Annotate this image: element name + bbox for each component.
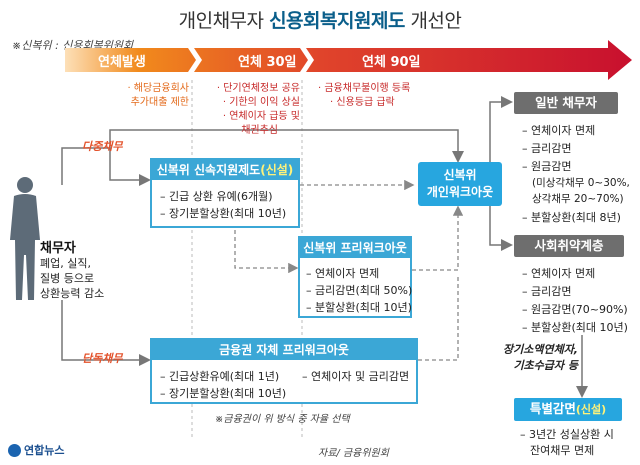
timeline-arrow [65,40,632,80]
vulnerable-item: – 원금감면(70~90%) [522,303,628,316]
stage-notes-2: · 금융채무불이행 등록 · 신용등급 급락 [318,82,410,110]
financial-workout-note: ※금융권이 위 방식 중 자율 선택 [215,414,350,425]
general-debtor-item: – 원금감면 [522,160,572,173]
stage-note: · 신용등급 급락 [330,97,395,108]
pre-workout-head: 신복위 프리워크아웃 [300,238,410,258]
pre-workout-item: – 연체이자 면제 [306,267,380,280]
fast-support-title: 신복위 신속지원제도 [156,163,261,177]
title-suffix: 개선안 [404,10,462,32]
special-reduction-head: 특별감면(신설) [514,398,622,421]
title-prefix: 개인채무자 [178,10,270,32]
stage-note: · 단기연체정보 공유 [216,83,300,94]
financial-workout-item: – 장기분할상환(최대 10년) [160,387,287,400]
general-debtor-item: (미상각채무 0~30%, [532,177,630,189]
general-debtor-head: 일반 채무자 [514,92,618,114]
stage-note: · 금융채무불이행 등록 [318,83,411,94]
page-title: 개인채무자 신용회복지원제도 개선안 [0,6,640,33]
long-term-line: 기초수급자 등 [513,359,578,372]
debtor-info: 채무자 폐업, 실직, 질병 등으로 상환능력 감소 [40,237,104,301]
stage-note: 추가대출 제한 [130,97,189,108]
logo-icon [8,443,21,457]
pre-workout-item: – 금리감면(최대 50%) [306,284,413,297]
logo: 연합뉴스 [8,442,64,458]
stage-note: · 해당금융회사 [127,83,189,94]
debtor-line: 질병 등으로 [40,272,95,285]
debtor-title: 채무자 [40,241,76,256]
fast-support-item: – 긴급 상환 유예(6개월) [160,190,273,203]
vulnerable-item: – 금리감면 [522,285,572,298]
branch-multi-label: 다중채무 [82,140,123,153]
stage-notes-0: · 해당금융회사 추가대출 제한 [95,82,189,110]
debtor-line: 폐업, 실직, [40,257,91,270]
financial-workout-head: 금융권 자체 프리워크아웃 [152,340,416,360]
stage-label-1: 연체 30일 [238,55,297,70]
fast-support-head: 신복위 신속지원제도(신설) [152,160,298,180]
person-icon [10,177,40,300]
fast-support-new-badge: (신설) [260,163,294,177]
vulnerable-head: 사회취약계층 [514,235,624,257]
general-debtor-item: – 연체이자 면제 [522,124,596,137]
fast-support-item: – 장기분할상환(최대 10년) [160,207,287,220]
special-reduction-new-badge: (신설) [575,403,607,416]
stage-notes-1: · 단기연체정보 공유 · 기한의 이익 상실 · 연체이자 급등 및 채권추심 [200,82,300,138]
debtor-line: 상환능력 감소 [40,287,105,300]
financial-workout-item: – 연체이자 및 금리감면 [302,370,410,383]
stage-note: 채권추심 [241,125,278,136]
individual-workout-line: 개인워크아웃 [426,185,494,199]
individual-workout-line: 신복위 [443,168,477,182]
stage-separator-2 [300,48,314,72]
title-highlight: 신용회복지원제도 [269,10,405,32]
financial-workout-box: 금융권 자체 프리워크아웃 – 긴급상환유예(최대 1년) – 장기분할상환(최… [150,338,418,404]
stage-note: · 기한의 이익 상실 [222,97,300,108]
vulnerable-item: – 연체이자 면제 [522,267,596,280]
pre-workout-box: 신복위 프리워크아웃 – 연체이자 면제 – 금리감면(최대 50%) – 분할… [298,236,412,318]
fast-support-box: 신복위 신속지원제도(신설) – 긴급 상환 유예(6개월) – 장기분할상환(… [150,158,300,228]
financial-workout-item: – 긴급상환유예(최대 1년) [160,370,280,383]
special-reduction-title: 특별감면 [529,401,576,416]
special-reduction-item: – 3년간 성실상환 시 [520,428,614,441]
general-debtor-item: – 금리감면 [522,142,572,155]
stage-note: · 연체이자 급등 및 [222,111,300,122]
long-term-label: 장기소액연체자, 기초수급자 등 [476,342,578,374]
source-text: 자료/ 금융위원회 [318,448,389,459]
general-debtor-item: 상각채무 20~70%) [532,193,624,205]
individual-workout-box: 신복위 개인워크아웃 [418,162,502,206]
pre-workout-item: – 분할상환(최대 10년) [306,301,412,314]
branch-single-label: 단독채무 [82,352,123,365]
logo-text: 연합뉴스 [24,444,65,457]
stage-label-0: 연체발생 [98,55,146,70]
vulnerable-item: – 분할상환(최대 10년) [522,321,628,334]
long-term-line: 장기소액연체자, [502,343,578,356]
stage-separator-1 [188,48,202,72]
general-debtor-item: – 분할상환(최대 8년) [522,211,621,224]
special-reduction-item: 잔여채무 면제 [530,444,595,457]
stage-label-2: 연체 90일 [362,55,421,70]
